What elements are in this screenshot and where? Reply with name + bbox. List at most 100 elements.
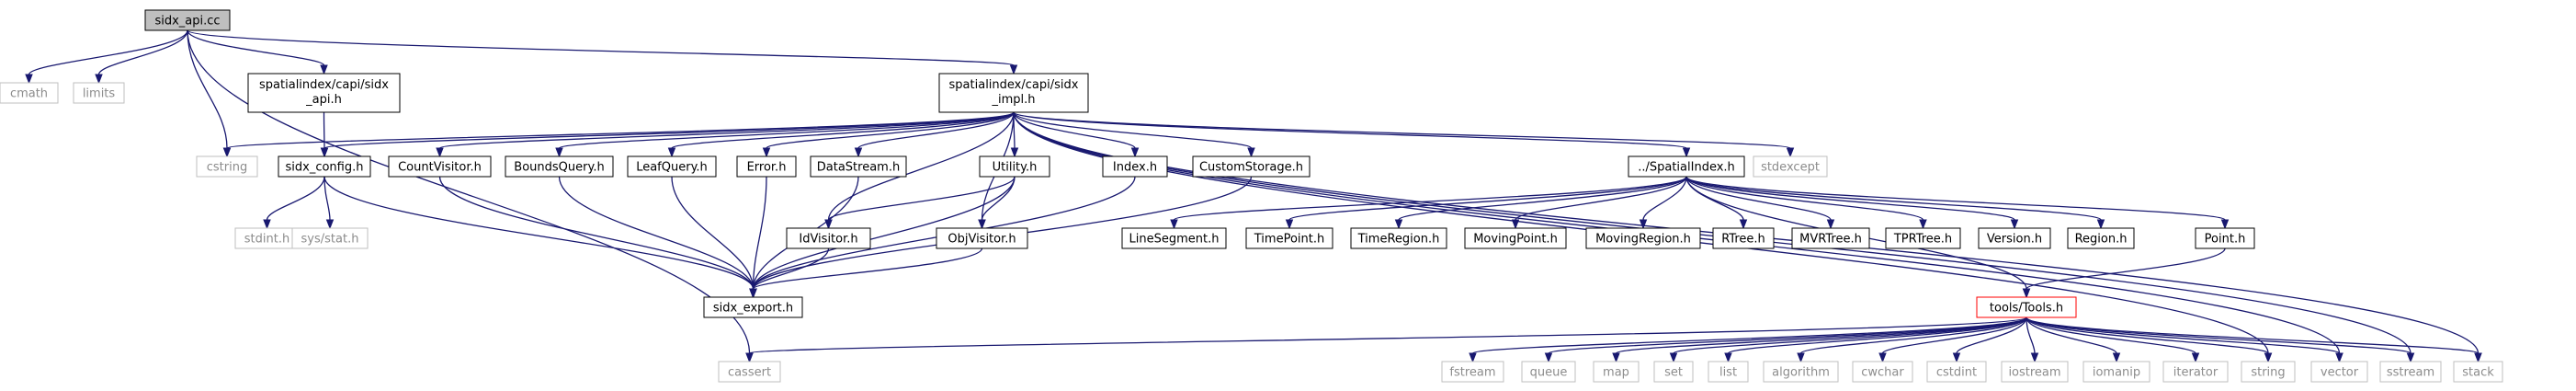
node-stdexcept: stdexcept <box>1753 155 1828 178</box>
node-timepoint-h[interactable]: TimePoint.h <box>1245 227 1333 249</box>
node-label: cstring <box>207 161 247 175</box>
node-iterator: iterator <box>2162 361 2229 383</box>
node-index-h[interactable]: Index.h <box>1102 155 1168 178</box>
node-label: Utility.h <box>993 161 1038 175</box>
edge-Tools_h-to-set <box>1669 316 2027 363</box>
node-label: iomanip <box>2093 366 2140 380</box>
edge-sidx_impl_h-to-sidx_config_h <box>320 111 1015 158</box>
node-spatialindex-h[interactable]: ../SpatialIndex.h <box>1628 155 1745 178</box>
edge-BoundsQuery_h-to-sidx_export_h <box>558 176 757 299</box>
edge-sidx_impl_h-to-CountVisitor_h <box>436 111 1015 158</box>
edge-IdVisitor_h-to-sidx_export_h <box>749 247 830 299</box>
node-sidx-export-h[interactable]: sidx_export.h <box>703 296 803 318</box>
node-label: sys/stat.h <box>301 233 359 247</box>
node-error-h[interactable]: Error.h <box>736 155 797 178</box>
node-sidx-api-h[interactable]: spatialindex/capi/sidx_api.h <box>247 73 401 113</box>
edge-sidx_impl_h-to-DataStream_h <box>854 111 1015 158</box>
node-label: sidx_export.h <box>713 302 793 316</box>
node-objvisitor-h[interactable]: ObjVisitor.h <box>936 227 1028 249</box>
node-iomanip: iomanip <box>2082 361 2150 383</box>
node-sys-stat-h: sys/stat.h <box>291 227 369 249</box>
node-label: MovingPoint.h <box>1473 233 1558 247</box>
node-sidx-api-cc[interactable]: sidx_api.cc <box>144 9 231 31</box>
node-label: BoundsQuery.h <box>514 161 604 175</box>
node-countvisitor-h[interactable]: CountVisitor.h <box>388 155 492 178</box>
node-algorithm: algorithm <box>1763 361 1839 383</box>
edge-Tools_h-to-queue <box>1544 316 2027 363</box>
node-customstorage-h[interactable]: CustomStorage.h <box>1192 155 1311 178</box>
node-label: stdint.h <box>244 233 289 247</box>
edge-SpatialIndex_h-to-MovingPoint_h <box>1511 176 1687 230</box>
edge-Tools_h-to-sstream <box>2026 316 2415 363</box>
node-label: ../SpatialIndex.h <box>1638 161 1735 175</box>
node-mvrtree-h[interactable]: MVRTree.h <box>1791 227 1870 249</box>
edge-Tools_h-to-cwchar <box>1878 316 2027 363</box>
node-map: map <box>1593 361 1640 383</box>
edge-Tools_h-to-vector <box>2026 316 2343 363</box>
node-label: _impl.h <box>991 93 1035 107</box>
node-string: string <box>2241 361 2296 383</box>
edge-sidx_api_cc-to-cstring <box>187 29 232 158</box>
edge-Tools_h-to-string <box>2026 316 2273 363</box>
node-region-h[interactable]: Region.h <box>2067 227 2135 249</box>
node-linesegment-h[interactable]: LineSegment.h <box>1121 227 1227 249</box>
node-label: iterator <box>2173 366 2219 380</box>
node-idvisitor-h[interactable]: IdVisitor.h <box>786 227 871 249</box>
node-label: cstdint <box>1936 366 1977 380</box>
node-list: list <box>1708 361 1749 383</box>
node-label: RTree.h <box>1721 233 1765 247</box>
node-label: Error.h <box>747 161 787 175</box>
edge-SpatialIndex_h-to-MVRTree_h <box>1685 176 1835 230</box>
edge-sidx_impl_h-to-LeafQuery_h <box>667 111 1015 158</box>
node-label: TimeRegion.h <box>1357 233 1440 247</box>
node-boundsquery-h[interactable]: BoundsQuery.h <box>505 155 614 178</box>
node-label: MVRTree.h <box>1799 233 1862 247</box>
edge-sidx_api_cc-to-sidx_api_h <box>187 29 328 75</box>
node-cassert: cassert <box>718 361 781 383</box>
edge-SpatialIndex_h-to-TimeRegion_h <box>1394 176 1687 230</box>
edge-Point_h-to-Tools_h <box>2022 247 2226 299</box>
edge-SpatialIndex_h-to-LineSegment_h <box>1170 176 1687 230</box>
edge-sidx_impl_h-to-SpatialIndex_h <box>1013 111 1691 158</box>
node-label: IdVisitor.h <box>799 233 857 247</box>
node-label: cwchar <box>1861 366 1904 380</box>
node-timeregion-h[interactable]: TimeRegion.h <box>1350 227 1447 249</box>
node-label: cassert <box>728 366 771 380</box>
edge-sidx_impl_h-to-stdexcept <box>1013 111 1795 158</box>
node-label: iostream <box>2008 366 2060 380</box>
node-label: vector <box>2321 366 2359 380</box>
node-point-h[interactable]: Point.h <box>2195 227 2255 249</box>
node-sidx-config-h[interactable]: sidx_config.h <box>278 155 371 178</box>
edge-sidx_impl_h-to-BoundsQuery_h <box>555 111 1015 158</box>
node-tools-h[interactable]: tools/Tools.h <box>1976 296 2077 318</box>
edge-sidx_impl_h-to-CustomStorage_h <box>1013 111 1255 158</box>
node-rtree-h[interactable]: RTree.h <box>1712 227 1775 249</box>
node-leafquery-h[interactable]: LeafQuery.h <box>627 155 717 178</box>
edge-Tools_h-to-iostream <box>2026 316 2039 363</box>
node-label: tools/Tools.h <box>1990 302 2063 316</box>
node-sidx-impl-h[interactable]: spatialindex/capi/sidx_impl.h <box>938 73 1089 113</box>
node-label: LeafQuery.h <box>636 161 708 175</box>
node-datastream-h[interactable]: DataStream.h <box>810 155 907 178</box>
edge-sidx_impl_h-to-Error_h <box>762 111 1015 158</box>
node-tprtree-h[interactable]: TPRTree.h <box>1885 227 1961 249</box>
node-label: TimePoint.h <box>1254 233 1324 247</box>
edge-sidx_config_h-to-sidx_export_h <box>323 176 757 299</box>
edge-SpatialIndex_h-to-Version_h <box>1685 176 2019 230</box>
node-sstream: sstream <box>2379 361 2442 383</box>
node-label: LineSegment.h <box>1129 233 1220 247</box>
node-movingpoint-h[interactable]: MovingPoint.h <box>1464 227 1567 249</box>
node-label: TPRTree.h <box>1893 233 1952 247</box>
edge-SpatialIndex_h-to-Point_h <box>1685 176 2230 230</box>
node-label: Region.h <box>2075 233 2128 247</box>
node-label: stack <box>2462 366 2494 380</box>
node-label: CustomStorage.h <box>1199 161 1303 175</box>
node-utility-h[interactable]: Utility.h <box>979 155 1050 178</box>
edge-Tools_h-to-cassert <box>745 316 2027 363</box>
node-movingregion-h[interactable]: MovingRegion.h <box>1585 227 1701 249</box>
node-iostream: iostream <box>2001 361 2069 383</box>
edge-CountVisitor_h-to-sidx_export_h <box>438 176 757 299</box>
node-label: ObjVisitor.h <box>948 233 1016 247</box>
node-version-h[interactable]: Version.h <box>1978 227 2051 249</box>
